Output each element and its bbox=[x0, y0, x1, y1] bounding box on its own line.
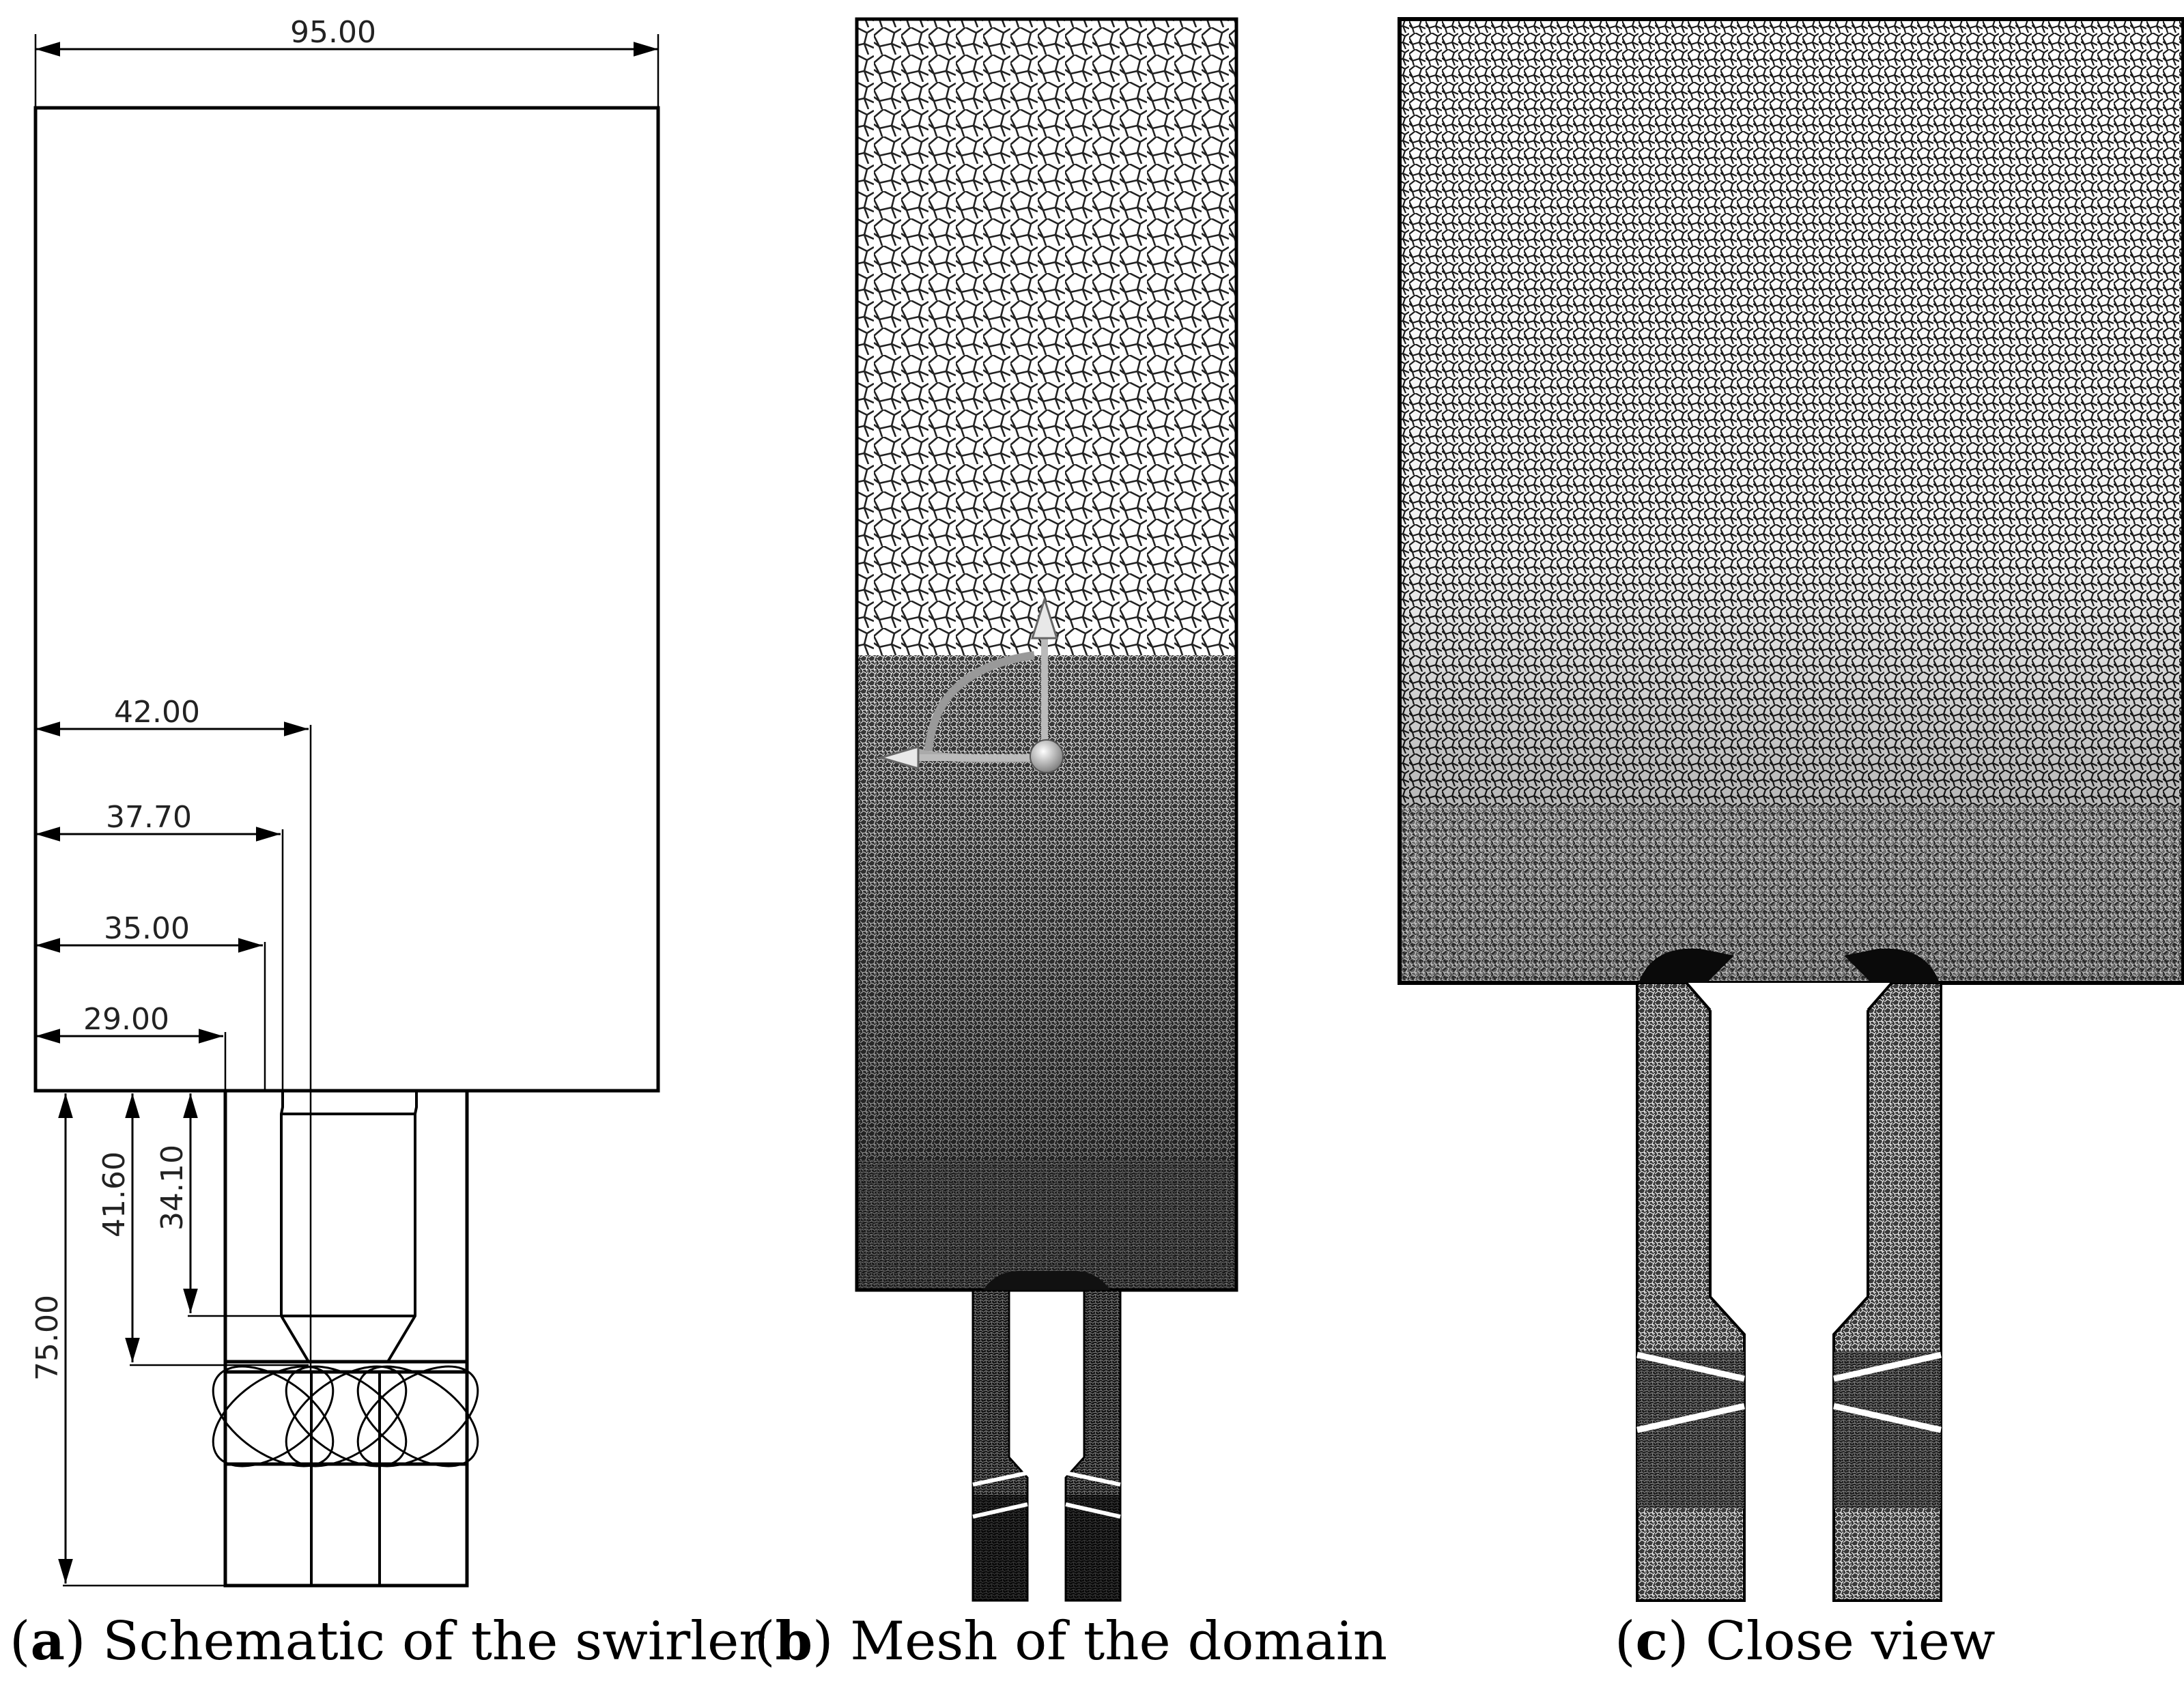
caption-b-letter: b bbox=[775, 1610, 812, 1672]
caption-a: (a) Schematic of the swirler bbox=[10, 1610, 765, 1672]
swirler-body bbox=[223, 1089, 469, 1588]
caption-a-letter: a bbox=[30, 1610, 65, 1672]
nozzle-outline bbox=[280, 1091, 418, 1363]
caption-c: (c) Close view bbox=[1615, 1610, 1996, 1672]
dim-d2: 37.70 bbox=[106, 800, 192, 835]
caption-b-text: Mesh of the domain bbox=[850, 1611, 1387, 1672]
caption-c-text: Close view bbox=[1705, 1611, 1996, 1672]
dim-h2: 34.10 bbox=[155, 1145, 190, 1231]
coordinate-axis-icon bbox=[877, 596, 1064, 773]
dim-d3: 35.00 bbox=[104, 911, 190, 946]
swirler-vanes bbox=[212, 1365, 479, 1467]
dim-total-width: 95.00 bbox=[290, 15, 376, 50]
caption-a-text: Schematic of the swirler bbox=[102, 1611, 765, 1672]
mesh-upper-coarse bbox=[857, 19, 1236, 674]
dim-h-total: 75.00 bbox=[30, 1295, 65, 1381]
dim-h1: 41.60 bbox=[97, 1151, 132, 1237]
caption-c-letter: c bbox=[1635, 1610, 1668, 1672]
panel-a-schematic bbox=[33, 34, 660, 1588]
dim-d1: 42.00 bbox=[114, 695, 200, 730]
caption-b: (b) Mesh of the domain bbox=[754, 1610, 1387, 1672]
dim-d4: 29.00 bbox=[83, 1002, 169, 1037]
panel-c-close-view bbox=[1398, 17, 2184, 1602]
panel-b-mesh bbox=[855, 17, 1238, 1602]
